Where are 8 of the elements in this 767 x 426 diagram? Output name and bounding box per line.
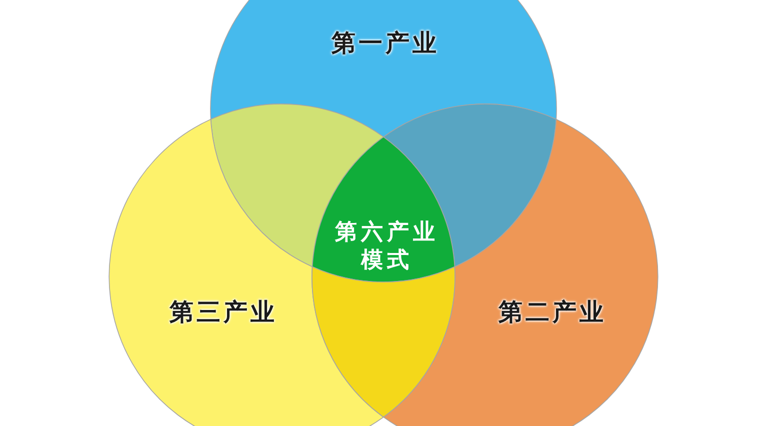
circle-region	[108, 119, 384, 426]
region-label: 第二产业	[498, 298, 606, 326]
region-label: 第三产业	[168, 298, 278, 326]
region-label: 第一产业	[330, 29, 440, 57]
circle-region	[383, 119, 659, 426]
center-region	[311, 136, 456, 283]
region-label: 第六产业模式	[334, 219, 440, 275]
circle-region	[210, 0, 557, 137]
